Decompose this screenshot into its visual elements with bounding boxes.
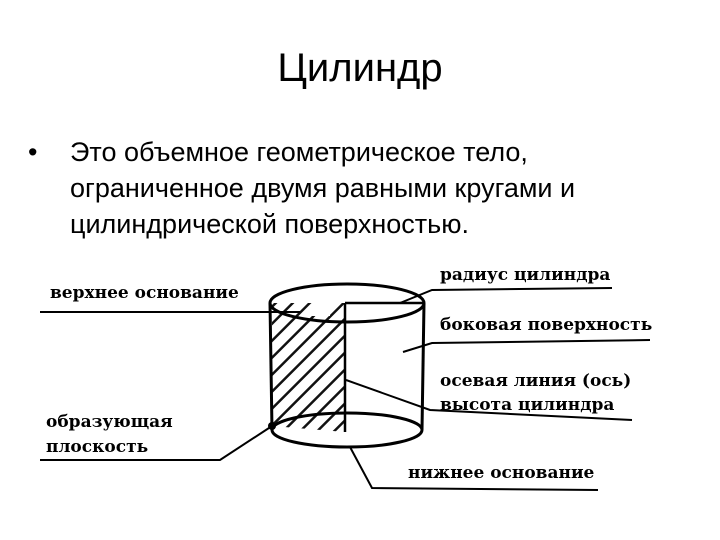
axial-section xyxy=(272,303,345,432)
leader-bottom-base xyxy=(349,446,599,491)
cylinder-diagram: верхнее основание радиус цилиндра бокова… xyxy=(40,265,652,491)
label-top-base: верхнее основание xyxy=(50,283,239,303)
label-generatrix-line1: образующая xyxy=(46,412,173,432)
leader-radius xyxy=(399,287,613,304)
label-lateral: боковая поверхность xyxy=(440,315,652,335)
bottom-base-ellipse xyxy=(270,411,424,449)
generatrix-dot xyxy=(268,422,276,430)
bullet-text: Это объемное геометрическое тело, ограни… xyxy=(70,137,576,239)
label-generatrix-line2: плоскость xyxy=(46,437,148,457)
label-axis: осевая линия (ось) xyxy=(440,371,631,391)
leader-lateral xyxy=(402,339,651,353)
cylinder-right-edge xyxy=(420,302,426,431)
axial-section-gap xyxy=(312,300,330,316)
label-bottom-base: нижнее основание xyxy=(408,463,595,483)
bullet-marker: • xyxy=(28,137,38,167)
slide-title: Цилиндр xyxy=(277,46,443,90)
label-height: высота цилиндра xyxy=(440,395,614,415)
leader-axis xyxy=(345,379,633,421)
cylinder-left-edge xyxy=(268,302,274,431)
leader-generatrix xyxy=(40,425,273,461)
label-radius: радиус цилиндра xyxy=(440,265,610,285)
